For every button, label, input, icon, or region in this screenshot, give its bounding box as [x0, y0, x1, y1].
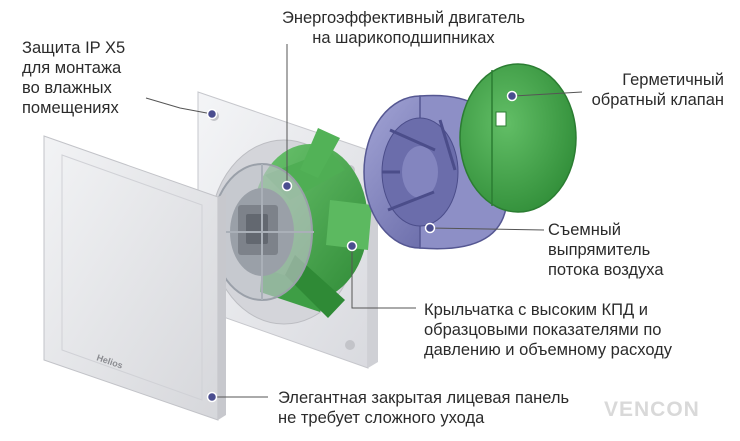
callout-ip-line: для монтажа: [22, 59, 122, 77]
callout-straightener: Съемный выпрямитель потока воздуха: [548, 220, 664, 280]
callout-valve-line: Герметичный: [622, 71, 724, 89]
marker-valve: [506, 90, 518, 102]
callout-ip-line: Защита IP X5: [22, 39, 126, 57]
callout-panel-line: не требует сложного ухода: [278, 409, 485, 427]
callout-ip-line: помещениях: [22, 99, 119, 117]
callout-ip: Защита IP X5 для монтажа во влажных поме…: [22, 38, 125, 118]
callout-impeller-line: образцовыми показателями по: [424, 321, 662, 339]
callout-motor: Энергоэффективный двигатель на шарикопод…: [282, 8, 525, 48]
check-valve: [459, 63, 577, 213]
callout-valve: Герметичный обратный клапан: [592, 70, 724, 110]
front-panel: [43, 135, 226, 421]
callout-markers: [206, 90, 518, 403]
callout-straightener-line: потока воздуха: [548, 261, 664, 279]
callout-panel-line: Элегантная закрытая лицевая панель: [278, 389, 570, 407]
marker-impeller: [346, 240, 358, 252]
leader-lines: [145, 44, 583, 398]
marker-ip: [206, 108, 218, 120]
callout-straightener-line: выпрямитель: [548, 241, 651, 259]
callout-valve-line: обратный клапан: [591, 91, 724, 109]
marker-straightener: [424, 222, 436, 234]
callout-motor-line: на шарикоподшипниках: [312, 29, 495, 47]
callout-impeller: Крыльчатка с высоким КПД и образцовыми п…: [424, 300, 672, 360]
callout-impeller-line: Крыльчатка с высоким КПД и: [424, 301, 648, 319]
marker-motor: [281, 180, 293, 192]
callout-impeller-line: давлению и объемному расходу: [424, 341, 673, 359]
watermark-logo: VENCON: [604, 398, 700, 421]
callout-motor-line: Энергоэффективный двигатель: [282, 9, 525, 27]
callout-ip-line: во влажных: [22, 79, 112, 97]
motor: [210, 163, 314, 301]
callout-panel: Элегантная закрытая лицевая панель не тр…: [278, 388, 569, 428]
marker-panel: [206, 391, 218, 403]
callout-straightener-line: Съемный: [548, 221, 621, 239]
